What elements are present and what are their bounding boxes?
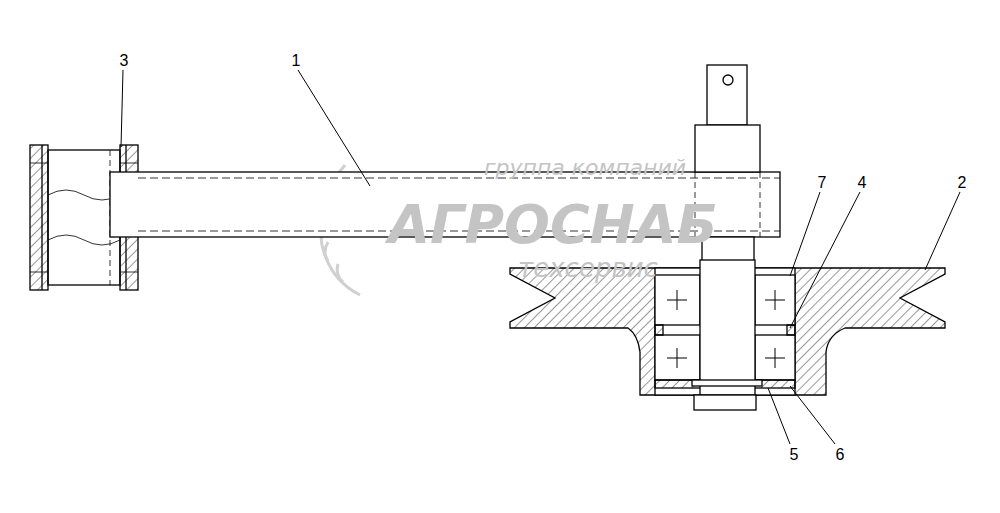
callout-number: 6 — [834, 446, 847, 464]
callout-number: 3 — [118, 52, 131, 70]
callout-number: 4 — [856, 174, 869, 192]
watermark-text: техсервис — [518, 255, 658, 281]
pulley-section — [510, 260, 945, 410]
watermark-text: АГРОСНАБ — [388, 198, 717, 252]
watermark-text: группа компаний — [484, 157, 686, 179]
callout-number: 7 — [816, 174, 829, 192]
leader-lines — [121, 70, 960, 444]
callout-number: 2 — [956, 174, 969, 192]
callout-number: 5 — [788, 446, 801, 464]
callout-number: 1 — [290, 52, 303, 70]
